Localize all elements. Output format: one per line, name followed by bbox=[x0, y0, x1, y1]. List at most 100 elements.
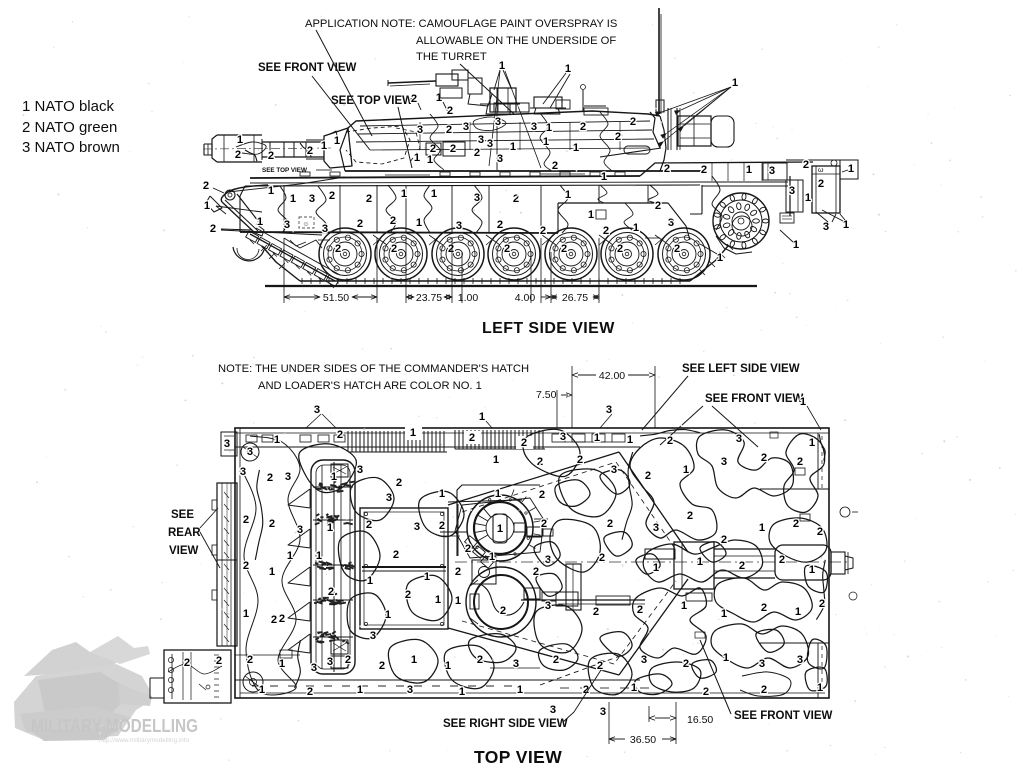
svg-text:1: 1 bbox=[795, 606, 801, 618]
svg-text:SEE FRONT VIEW: SEE FRONT VIEW bbox=[258, 62, 357, 74]
svg-text:SEE: SEE bbox=[171, 509, 194, 521]
svg-text:SEE LEFT SIDE VIEW: SEE LEFT SIDE VIEW bbox=[682, 363, 800, 375]
svg-text:4.00: 4.00 bbox=[515, 292, 536, 304]
svg-text:1: 1 bbox=[495, 488, 501, 500]
svg-text:1: 1 bbox=[805, 192, 811, 204]
svg-text:1: 1 bbox=[439, 488, 445, 500]
svg-text:2: 2 bbox=[497, 219, 503, 231]
svg-text:26.75: 26.75 bbox=[562, 292, 588, 304]
svg-text:1: 1 bbox=[633, 222, 639, 234]
svg-text:2: 2 bbox=[721, 534, 727, 546]
svg-text:2: 2 bbox=[599, 552, 605, 564]
svg-text:42.00: 42.00 bbox=[599, 370, 625, 382]
svg-text:2: 2 bbox=[450, 143, 456, 155]
svg-text:2: 2 bbox=[537, 456, 543, 468]
svg-text:2: 2 bbox=[761, 684, 767, 696]
svg-text:2: 2 bbox=[268, 150, 274, 162]
svg-text:2: 2 bbox=[597, 660, 603, 672]
svg-text:1: 1 bbox=[237, 134, 243, 146]
svg-text:1: 1 bbox=[843, 219, 849, 231]
svg-text:51.50: 51.50 bbox=[323, 292, 349, 304]
svg-text:1: 1 bbox=[721, 608, 727, 620]
svg-text:2: 2 bbox=[477, 654, 483, 666]
svg-text:2: 2 bbox=[637, 604, 643, 616]
svg-text:2: 2 bbox=[391, 243, 397, 255]
svg-text:1: 1 bbox=[445, 660, 451, 672]
svg-text:1: 1 bbox=[723, 652, 729, 664]
svg-text:1: 1 bbox=[459, 686, 465, 698]
svg-text:1: 1 bbox=[565, 189, 571, 201]
svg-text:2: 2 bbox=[405, 589, 411, 601]
svg-text:1: 1 bbox=[493, 454, 499, 466]
svg-text:1: 1 bbox=[327, 522, 333, 534]
svg-text:1: 1 bbox=[631, 682, 637, 694]
svg-text:2: 2 bbox=[474, 147, 480, 159]
svg-text:2: 2 bbox=[279, 613, 285, 625]
svg-text:2: 2 bbox=[533, 566, 539, 578]
svg-text:1: 1 bbox=[431, 188, 437, 200]
svg-text:2: 2 bbox=[583, 684, 589, 696]
svg-text:2: 2 bbox=[561, 243, 567, 255]
svg-text:1: 1 bbox=[732, 77, 738, 89]
svg-text:1: 1 bbox=[357, 684, 363, 696]
svg-text:1: 1 bbox=[367, 575, 373, 587]
svg-text:1: 1 bbox=[290, 193, 296, 205]
svg-text:2: 2 bbox=[615, 131, 621, 143]
svg-text:3: 3 bbox=[545, 600, 551, 612]
svg-text:3: 3 bbox=[456, 220, 462, 232]
svg-text:3: 3 bbox=[314, 404, 320, 416]
svg-text:2: 2 bbox=[243, 560, 249, 572]
svg-text:2: 2 bbox=[580, 121, 586, 133]
svg-text:2: 2 bbox=[390, 215, 396, 227]
svg-text:1: 1 bbox=[793, 239, 799, 251]
svg-text:16.50: 16.50 bbox=[687, 714, 713, 726]
svg-text:2: 2 bbox=[235, 149, 241, 161]
svg-text:2: 2 bbox=[337, 429, 343, 441]
svg-text:3: 3 bbox=[247, 446, 253, 458]
svg-text:1: 1 bbox=[681, 600, 687, 612]
svg-text:3: 3 bbox=[736, 433, 742, 445]
svg-text:ALLOWABLE ON THE UNDERSIDE OF: ALLOWABLE ON THE UNDERSIDE OF bbox=[416, 35, 616, 47]
svg-text:2: 2 bbox=[761, 602, 767, 614]
svg-text:1: 1 bbox=[848, 163, 854, 175]
svg-text:3: 3 bbox=[653, 522, 659, 534]
svg-text:2: 2 bbox=[396, 477, 402, 489]
svg-text:3: 3 bbox=[311, 662, 317, 674]
svg-text:3: 3 bbox=[297, 524, 303, 536]
svg-text:2: 2 bbox=[552, 160, 558, 172]
svg-text:3: 3 bbox=[417, 124, 423, 136]
svg-text:3: 3 bbox=[240, 466, 246, 478]
svg-text:1: 1 bbox=[279, 658, 285, 670]
svg-text:2: 2 bbox=[818, 178, 824, 190]
svg-text:1: 1 bbox=[499, 60, 505, 72]
svg-text:2: 2 bbox=[465, 543, 471, 555]
svg-text:2: 2 bbox=[366, 193, 372, 205]
svg-text:1: 1 bbox=[809, 437, 815, 449]
svg-text:2: 2 bbox=[687, 510, 693, 522]
svg-text:2: 2 bbox=[500, 605, 506, 617]
svg-text:3: 3 bbox=[668, 217, 674, 229]
svg-text:2: 2 bbox=[664, 163, 670, 175]
svg-text:1: 1 bbox=[414, 152, 420, 164]
svg-text:3: 3 bbox=[284, 219, 290, 231]
svg-text:3: 3 bbox=[285, 471, 291, 483]
svg-text:2: 2 bbox=[540, 225, 546, 237]
svg-text:3: 3 bbox=[759, 658, 765, 670]
svg-text:2: 2 bbox=[243, 514, 249, 526]
svg-text:LEFT SIDE VIEW: LEFT SIDE VIEW bbox=[482, 320, 615, 337]
svg-text:2: 2 bbox=[655, 200, 661, 212]
svg-text:3: 3 bbox=[370, 630, 376, 642]
svg-text:23.75: 23.75 bbox=[416, 292, 442, 304]
svg-text:3: 3 bbox=[600, 706, 606, 718]
svg-text:2: 2 bbox=[469, 432, 475, 444]
svg-text:1: 1 bbox=[268, 185, 274, 197]
svg-text:1: 1 bbox=[683, 464, 689, 476]
svg-text:3: 3 bbox=[497, 153, 503, 165]
svg-text:1: 1 bbox=[427, 154, 433, 166]
svg-text:2: 2 bbox=[667, 435, 673, 447]
svg-text:2: 2 bbox=[247, 654, 253, 666]
svg-text:2: 2 bbox=[603, 225, 609, 237]
svg-text:3: 3 bbox=[606, 404, 612, 416]
svg-text:REAR: REAR bbox=[168, 527, 201, 539]
svg-text:1: 1 bbox=[287, 550, 293, 562]
